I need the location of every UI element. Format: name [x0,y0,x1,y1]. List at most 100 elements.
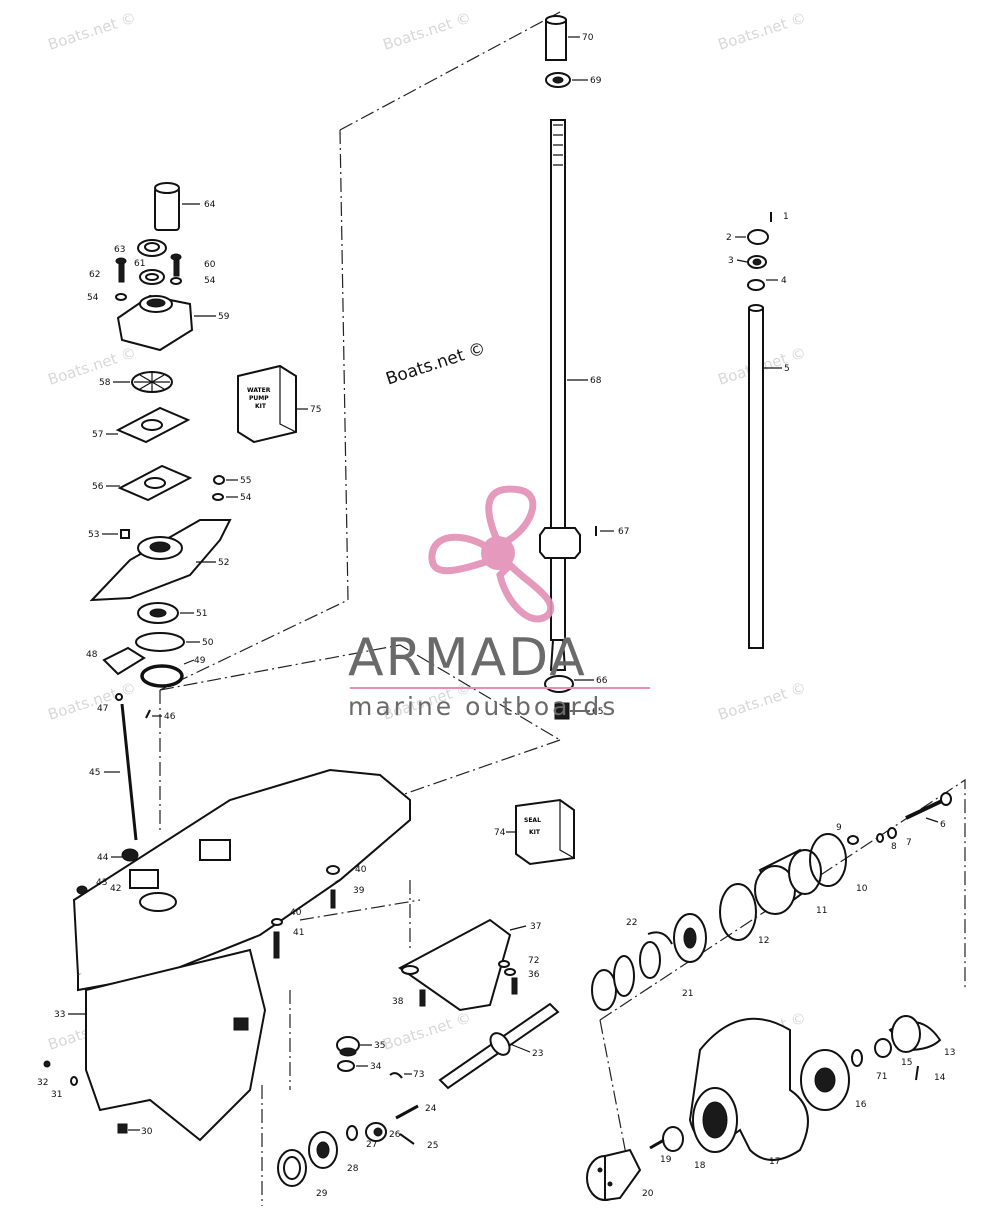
callout-23: 23 [532,1049,543,1059]
callout-29: 29 [316,1189,328,1199]
callout-59: 59 [218,312,230,322]
part-27-washer [346,1125,358,1141]
callout-73: 73 [413,1070,424,1080]
callout-60: 60 [204,260,216,270]
callout-49: 49 [194,656,206,666]
callout-57: 57 [92,430,103,440]
part-10-o-ring [809,833,847,887]
callout-12: 12 [758,936,769,946]
callout-56: 56 [92,482,104,492]
part-66-washer [544,675,574,693]
part-44-grommet [121,848,139,862]
brand-name: ARMADA [348,628,587,688]
callout-41: 41 [293,928,304,938]
part-28-gear [308,1131,338,1169]
part-25-pin [399,1133,415,1145]
callout-69: 69 [590,76,602,86]
callout-68: 68 [590,376,602,386]
callout-38: 38 [392,997,404,1007]
callout-51: 51 [196,609,207,619]
part-7-washer [887,827,897,839]
watermark: Boats.net © [716,8,809,53]
part-11-bearing-carrier [754,848,822,915]
part-17-propeller [688,1017,809,1161]
callout-5: 5 [784,364,790,374]
part-21-22-clutch-gear [591,931,673,1011]
part-3-bushing [747,255,767,269]
watermark: Boats.net © [716,678,809,723]
part-9-screw [847,835,859,845]
callout-74: 74 [494,828,506,838]
part-40-41-screw [271,918,283,959]
callout-52: 52 [218,558,229,568]
callout-3: 3 [728,256,734,266]
callout-4: 4 [781,276,787,286]
part-68-drive-shaft [539,119,581,671]
part-12-o-ring [719,883,757,941]
callout-21: 21 [682,989,693,999]
callout-54: 54 [204,276,216,286]
callout-46: 46 [164,712,176,722]
part-37-trim-tab [398,918,512,1012]
part-48-gasket [102,646,146,676]
part-56-gasket [117,464,193,502]
callout-62: 62 [89,270,100,280]
part-16-thrust-hub [800,1049,850,1111]
kit-label-line1: WATER [247,387,271,394]
callout-6: 6 [940,820,946,830]
part-24-shift-rod [395,1104,419,1120]
callout-48: 48 [86,650,98,660]
callout-70: 70 [582,33,594,43]
callout-54: 54 [87,293,99,303]
part-53-dowel [120,529,130,539]
part-36-38-screws [419,960,518,1007]
part-73-clip [389,1072,403,1079]
callout-1: 1 [783,212,789,222]
part-47-clip [115,693,123,701]
part-15-nut [874,1038,892,1058]
part-31-32-screw [43,1060,78,1086]
callout-61: 61 [134,259,145,269]
part-42-43-screw [76,885,88,895]
part-39-40-screw [326,865,340,909]
callout-45: 45 [89,768,100,778]
callout-67: 67 [618,527,629,537]
part-35-pinion-gear [336,1036,360,1057]
callout-11: 11 [816,906,827,916]
callout-18: 18 [694,1161,706,1171]
part-71-washer [851,1049,863,1067]
kit-label-line2: KIT [529,829,541,836]
part-18-spacer [662,1126,684,1152]
part-75-water-pump-kit: WATER PUMP KIT [237,364,308,444]
callout-24: 24 [425,1104,437,1114]
callout-54: 54 [240,493,252,503]
callout-16: 16 [855,1100,867,1110]
callout-65: 65 [592,707,603,717]
callout-31: 31 [51,1090,62,1100]
kit-label-line1: SEAL [524,817,541,824]
callout-55: 55 [240,476,251,486]
part-12-bearing-carrier-front [673,913,707,963]
callout-63: 63 [114,245,125,255]
callout-15: 15 [901,1058,912,1068]
callout-2: 2 [726,233,732,243]
callout-47: 47 [97,704,108,714]
part-45-water-tube [104,703,138,841]
callout-39: 39 [353,886,365,896]
callout-20: 20 [642,1189,654,1199]
kit-label-line2: PUMP [249,395,269,402]
watermark: Boats.net © [381,8,474,53]
part-63-grommet [137,239,167,257]
part-30-plug [117,1123,128,1134]
watermark: Boats.net © [46,8,139,53]
part-19-pin [649,1138,665,1150]
callout-43: 43 [96,878,107,888]
part-2-bracket [747,229,769,245]
callout-72: 72 [528,956,539,966]
callout-71: 71 [876,1072,887,1082]
part-55-screw [212,475,225,501]
callout-53: 53 [88,530,99,540]
callout-7: 7 [906,838,912,848]
